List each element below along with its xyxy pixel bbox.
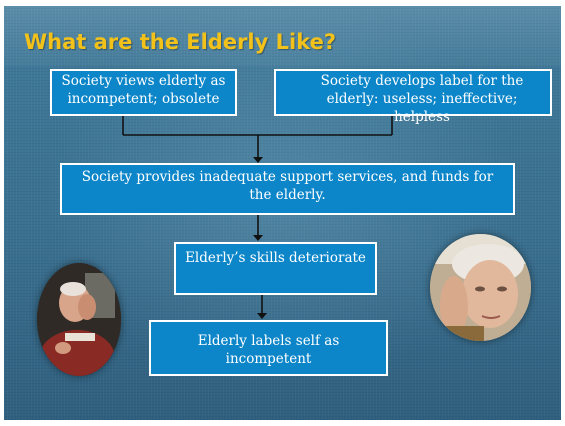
arrowhead-bottom <box>257 313 267 319</box>
slide-title: What are the Elderly Like? <box>24 30 337 54</box>
arrowhead-skills <box>253 235 263 241</box>
elderly-woman-illustration <box>430 234 531 341</box>
box-skills-deteriorate: Elderly’s skills deteriorate <box>174 242 377 295</box>
elderly-man-photo <box>37 263 121 376</box>
box-society-label: Society develops label for the elderly: … <box>274 69 552 125</box>
title-band <box>4 6 561 66</box>
elderly-man-illustration <box>37 263 121 376</box>
arrowhead-middle <box>253 157 263 163</box>
elderly-woman-photo <box>430 234 531 341</box>
box-society-views: Society views elderly as incompetent; ob… <box>50 69 237 116</box>
box-self-label: Elderly labels self as incompetent <box>149 320 388 376</box>
box-support-services: Society provides inadequate support serv… <box>60 163 515 215</box>
